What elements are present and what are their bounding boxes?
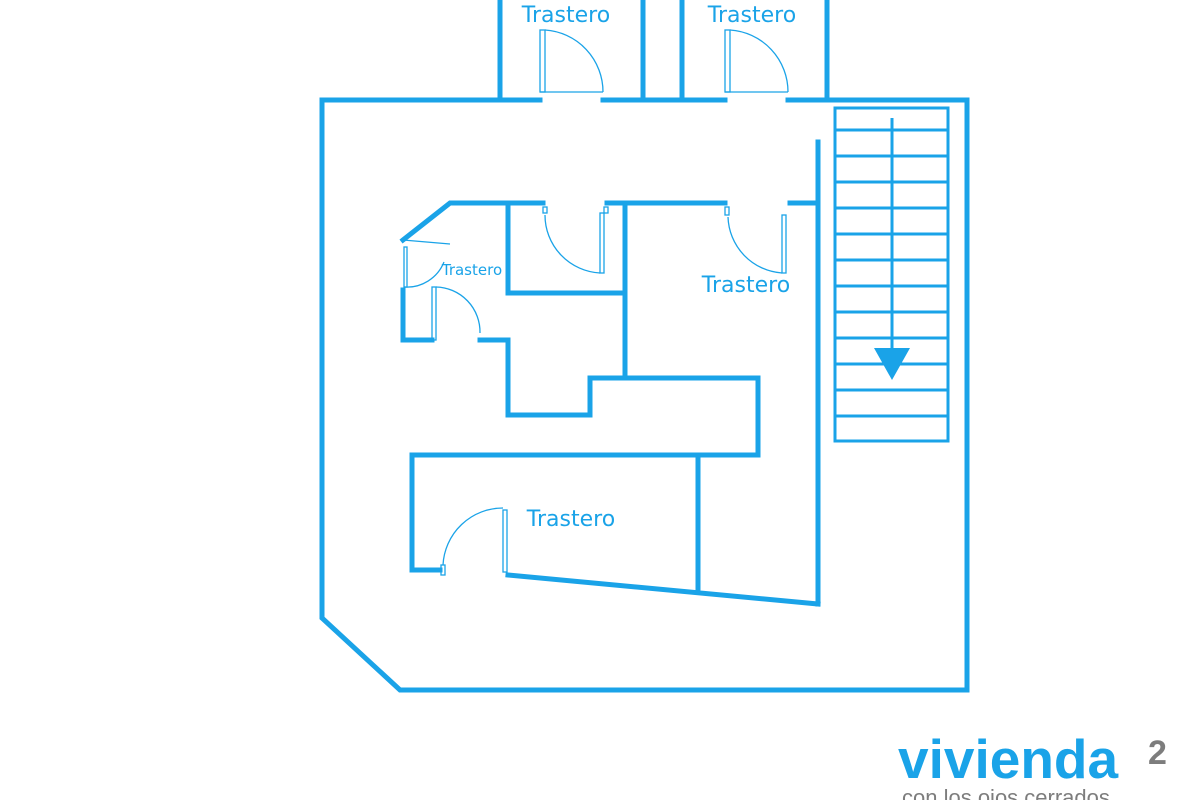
logo-superscript: 2 — [1148, 734, 1167, 772]
inner-wall — [399, 200, 546, 244]
room-label: Trastero — [707, 3, 796, 28]
brand-logo: vivienda 2 con los ojos cerrados — [898, 728, 1167, 800]
storage-room-1-walls — [497, 0, 646, 103]
logo-tagline: con los ojos cerrados — [902, 785, 1110, 800]
small-storage-walls — [400, 287, 435, 343]
door-middle-storage — [542, 206, 609, 274]
bottom-storage-walls — [505, 452, 821, 607]
room-label: Trastero — [441, 261, 502, 279]
door-right-storage — [724, 206, 787, 274]
storage-room-2-walls — [679, 0, 830, 103]
door-storage-2 — [724, 29, 789, 93]
small-storage-walls — [505, 200, 628, 381]
room-label: Trastero — [701, 273, 790, 298]
door-storage-1 — [539, 29, 604, 93]
outer-wall — [319, 97, 970, 693]
door-small-storage — [402, 239, 481, 341]
door-bottom-storage — [440, 507, 508, 576]
small-storage-walls — [409, 337, 761, 573]
staircase — [833, 106, 950, 443]
logo-name: vivienda — [898, 728, 1119, 790]
stair-down-arrow — [874, 348, 910, 380]
room-label: Trastero — [521, 3, 610, 28]
room-label: Trastero — [526, 507, 615, 532]
